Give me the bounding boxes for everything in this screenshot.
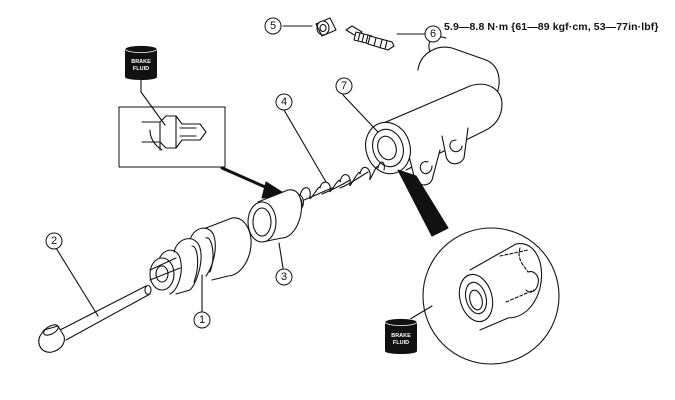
svg-text:4: 4 — [281, 96, 287, 108]
callout-7: 7 — [335, 77, 353, 95]
brake-fluid-icon-top: BRAKE FLUID — [124, 45, 158, 80]
svg-text:3: 3 — [281, 271, 287, 283]
piston — [247, 189, 305, 243]
callout-1: 1 — [193, 311, 211, 329]
bleeder-screw — [345, 25, 395, 51]
dust-boot — [149, 217, 252, 295]
svg-text:1: 1 — [199, 314, 205, 326]
leader-line-fluid-top-b — [140, 91, 166, 126]
return-spring — [299, 161, 385, 201]
svg-text:2: 2 — [51, 235, 57, 247]
leader-line-3 — [278, 242, 284, 269]
callout-6: 6 — [424, 25, 442, 43]
svg-text:5: 5 — [270, 20, 276, 32]
callout-3: 3 — [275, 268, 293, 286]
callout-5: 5 — [264, 17, 282, 35]
leader-line-7 — [342, 94, 379, 133]
brake-fluid-top-line1: BRAKE — [131, 59, 151, 65]
push-rod — [38, 284, 152, 353]
leader-line-2 — [55, 247, 99, 317]
bleeder-cap — [315, 17, 337, 37]
brake-fluid-top-line2: FLUID — [133, 66, 149, 72]
cylinder-body — [365, 36, 503, 186]
torque-spec: 5.9—8.8 N·m {61—89 kgf·cm, 53—77in·lbf} — [444, 21, 659, 33]
brake-fluid-icon-bottom: BRAKE FLUID — [384, 318, 418, 354]
brake-fluid-bottom-line1: BRAKE — [391, 333, 411, 339]
callout-4: 4 — [275, 93, 293, 111]
leader-line-4 — [283, 109, 327, 183]
svg-text:6: 6 — [430, 28, 436, 40]
brake-fluid-bottom-line2: FLUID — [393, 340, 409, 346]
callout-2: 2 — [45, 232, 63, 250]
svg-text:7: 7 — [341, 80, 347, 92]
piston-cup-detail — [118, 106, 226, 168]
magnified-detail — [397, 169, 560, 365]
